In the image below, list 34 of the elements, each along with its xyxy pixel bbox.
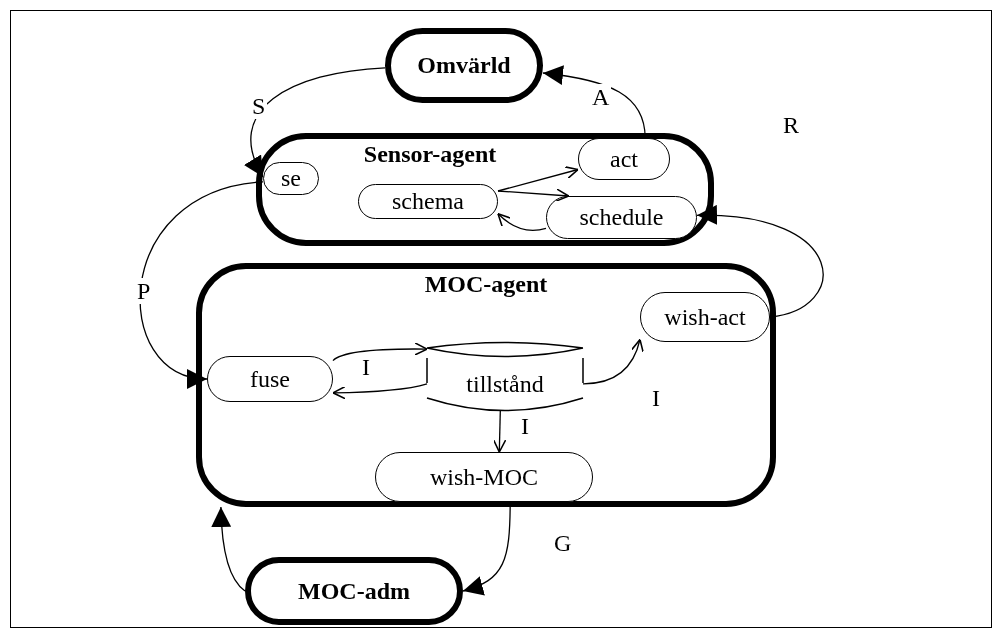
process-box (375, 452, 593, 502)
node-label: wish-MOC (430, 463, 538, 491)
node-label: schedule (579, 204, 664, 231)
agent-container (256, 133, 714, 246)
node-label: tillstånd (466, 369, 544, 398)
arrow (332, 383, 428, 400)
process-box (207, 356, 333, 402)
agent-container (196, 263, 776, 507)
process-box (358, 184, 498, 219)
node-label: schema (392, 188, 464, 215)
node-title: MOC-agent (424, 271, 548, 298)
data-store (427, 343, 583, 411)
node-label: wish-act (664, 303, 746, 331)
arrow (211, 506, 246, 592)
edge-label: P (135, 278, 153, 304)
node-title: MOC-adm (298, 577, 410, 605)
arrow (492, 410, 507, 453)
node-label: se (281, 165, 301, 192)
arrow (696, 205, 824, 318)
arrow (582, 338, 644, 385)
process-box (546, 196, 697, 239)
node-label: fuse (250, 365, 290, 393)
process-box (640, 292, 770, 342)
arrow (139, 181, 264, 386)
node-title: Sensor-agent (363, 141, 497, 168)
process-box (263, 162, 319, 195)
node-label: act (610, 145, 638, 173)
node-title: Omvärld (417, 52, 511, 79)
arrow (332, 342, 428, 362)
arrow (245, 67, 386, 178)
arrow (497, 166, 579, 192)
process-box (578, 138, 670, 180)
arrow (497, 213, 547, 231)
arrow (497, 188, 570, 202)
